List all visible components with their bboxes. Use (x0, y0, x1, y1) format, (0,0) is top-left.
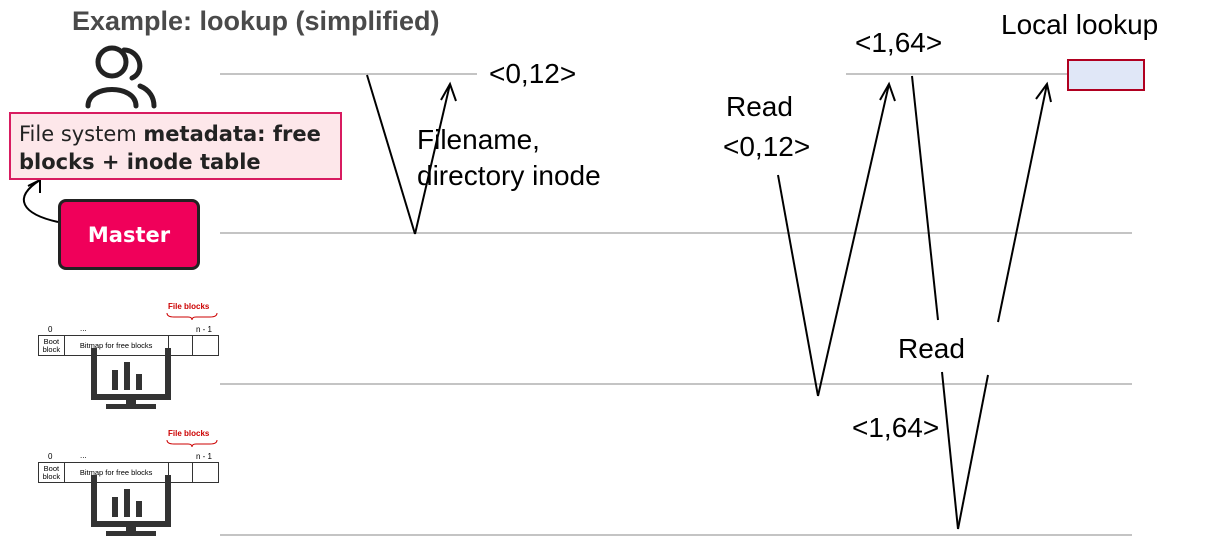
file-blocks-label: File blocks (168, 302, 210, 311)
read-label-1: Read (726, 91, 793, 122)
file-block-cell (193, 463, 218, 482)
filename-label: Filename, (417, 124, 540, 155)
index-ellipsis: ... (80, 451, 87, 460)
arrow-client-to-server2-b (941, 371, 959, 530)
file-block-cell (193, 336, 218, 355)
file-block-cell (169, 336, 194, 355)
arrow-client-to-master (366, 74, 416, 235)
index-end: n - 1 (196, 452, 213, 461)
page-title: Example: lookup (simplified) (72, 6, 440, 36)
message-label-2: <1,64> (855, 27, 943, 58)
master-node: Master (58, 199, 200, 270)
monitor-icon (91, 475, 171, 536)
arrow-master-to-client (414, 83, 451, 235)
local-lookup-box (1067, 59, 1145, 91)
arrow-server2-to-client-a (957, 374, 989, 530)
metadata-line-1: File system metadata: free (19, 122, 321, 146)
local-lookup-label: Local lookup (1001, 9, 1159, 40)
boot-block-cell: Boot block (39, 336, 65, 355)
user-group-icon (85, 45, 157, 109)
disk-layout-1: File blocks 0 ... n - 1 Boot block Bitma… (38, 302, 222, 368)
brace-icon (166, 312, 218, 320)
message-label-1: <0,12> (489, 58, 577, 89)
arrow-server1-to-client (817, 83, 890, 397)
metadata-master-arrow (22, 179, 59, 223)
arrow-client-to-server1 (777, 174, 819, 397)
read-label-1-msg: <0,12> (723, 131, 811, 162)
index-start: 0 (48, 325, 53, 334)
disk-layout-2: File blocks 0 ... n - 1 Boot block Bitma… (38, 429, 222, 495)
file-blocks-label: File blocks (168, 429, 210, 438)
monitor-icon (91, 348, 171, 409)
arrowhead-2 (879, 81, 896, 102)
disk-block-row: Boot block Bitmap for free blocks (38, 335, 219, 356)
disk-block-row: Boot block Bitmap for free blocks (38, 462, 219, 483)
index-ellipsis: ... (80, 324, 87, 333)
index-end: n - 1 (196, 325, 213, 334)
file-block-cell (169, 463, 194, 482)
index-start: 0 (48, 452, 53, 461)
bitmap-cell: Bitmap for free blocks (65, 336, 169, 355)
boot-block-cell: Boot block (39, 463, 65, 482)
directory-inode-label: directory inode (417, 160, 601, 191)
metadata-line-2: blocks + inode table (19, 150, 261, 174)
arrow-client-to-server2-a (911, 75, 939, 321)
read-label-2: Read (898, 333, 965, 364)
bitmap-cell: Bitmap for free blocks (65, 463, 169, 482)
message-label-3: <1,64> (852, 412, 940, 443)
arrowhead-1 (440, 81, 457, 102)
metadata-box: File system metadata: free blocks + inod… (9, 112, 342, 180)
brace-icon (166, 439, 218, 447)
arrowhead-3 (1035, 81, 1052, 103)
arrow-server2-to-client-b (997, 83, 1048, 323)
arrowhead-meta (27, 178, 41, 193)
